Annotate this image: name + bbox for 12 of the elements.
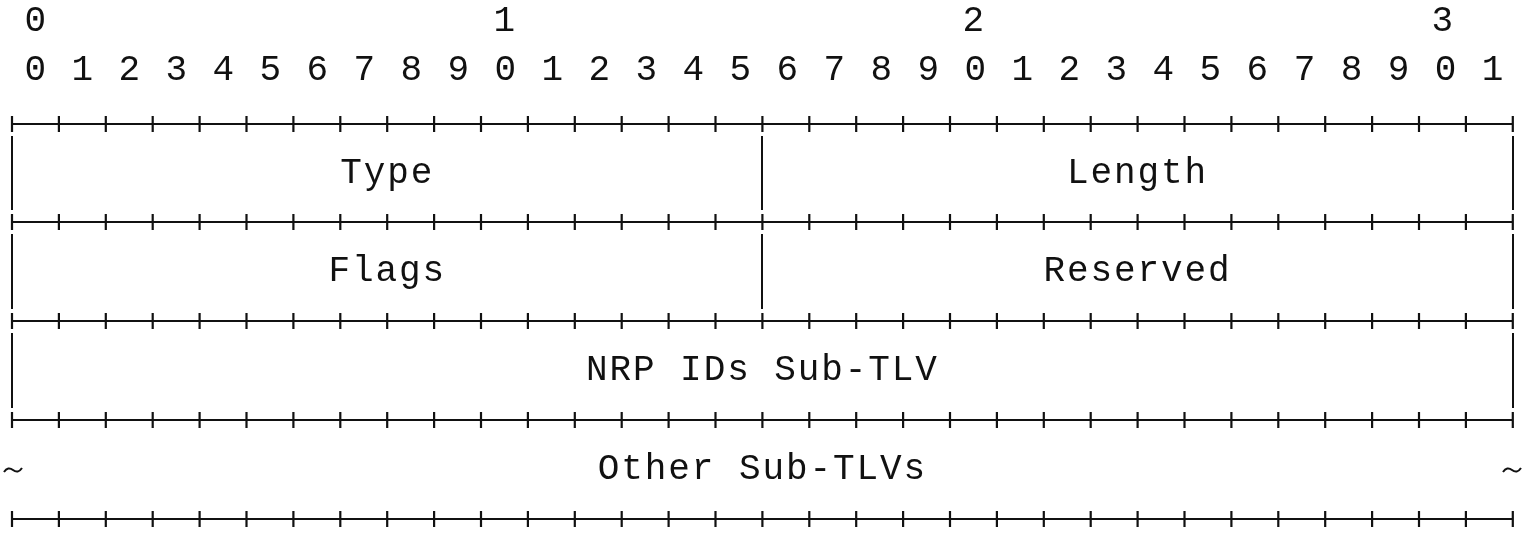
field-name: NRP IDs Sub-TLV: [586, 350, 939, 391]
bit-index-row: 0 1 2 3 4 5 6 7 8 9 0 1 2 3 4 5 6 7 8 9 0 1 2 3 4 5 6 7 8 9 0 1: [24, 51, 1506, 91]
field-name: Length: [1067, 152, 1209, 194]
bit-tens-digit: 3: [1431, 2, 1455, 42]
packet-field: [11, 333, 1514, 408]
field-name: Reserved: [1043, 251, 1232, 292]
bit-tens-digit: 0: [24, 2, 48, 42]
field-name: Flags: [328, 251, 446, 292]
field-name: Type: [340, 152, 435, 194]
bit-tens-digit: 1: [493, 2, 517, 42]
field-name: Other Sub-TLVs: [597, 449, 927, 490]
bit-tens-digit: 2: [962, 2, 986, 42]
